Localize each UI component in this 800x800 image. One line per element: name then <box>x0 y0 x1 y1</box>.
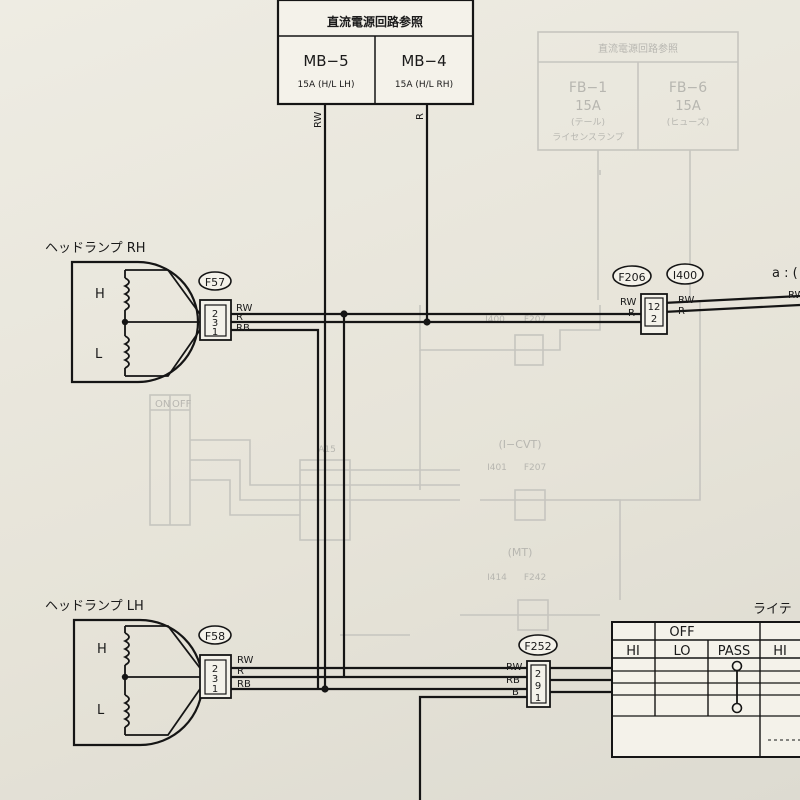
switch-off-label: OFF <box>669 625 694 640</box>
wire-label-rw-vertical: RW <box>313 111 324 128</box>
f58-wire-label: RW <box>237 655 254 666</box>
faint-col2-rating: 15A <box>675 99 701 114</box>
faint-f242-label: F242 <box>524 573 546 583</box>
wire-rh-rb <box>231 328 320 689</box>
faint-i401-label: I401 <box>487 463 507 473</box>
faint-col1-rating: 15A <box>575 99 601 114</box>
connector-f58-label: F58 <box>205 630 225 643</box>
f58-wire-label: RB <box>237 679 251 690</box>
f252-wire-label: RB <box>506 675 520 686</box>
faint-connector-upper <box>514 334 544 366</box>
headlamp-rh: ヘッドランプ RH H L <box>45 241 204 384</box>
switch-col-label: PASS <box>718 644 750 659</box>
lighting-switch-table: ライテ OFF HI LO PASS HI <box>611 602 800 758</box>
switch-col-label: HI <box>773 644 787 659</box>
filament-hi-icon <box>122 632 130 666</box>
faint-col2-note: (ヒューズ) <box>667 116 710 128</box>
faint-col1-note2: ライセンスランプ <box>552 132 624 143</box>
faint-col1-name: FB−1 <box>569 80 607 96</box>
f252-pin: 1 <box>535 693 541 704</box>
f206-pin: 12 <box>648 302 661 313</box>
junction-dot <box>423 318 431 326</box>
edge-wire-label: RW <box>788 290 800 301</box>
f57-wire-label: RB <box>236 323 250 334</box>
connector-i400-label: I400 <box>673 269 697 282</box>
faint-off-label: OFF <box>172 399 192 410</box>
headlamp-rh-body <box>70 260 200 384</box>
switch-col-label: LO <box>673 644 690 659</box>
f57-pin: 2 <box>212 309 218 320</box>
wire-lh-b <box>418 695 528 800</box>
edge-note: a : ( <box>772 266 798 281</box>
connector-f206: F206 I400 12 2 RW R RW R <box>612 263 704 335</box>
wire-rw-right <box>662 294 800 305</box>
faint-f207-label: F207 <box>524 463 546 473</box>
headlamp-lh-h: H <box>97 642 107 657</box>
f252-pin: 2 <box>535 669 541 680</box>
faint-f207b-label: F207 <box>524 315 546 325</box>
f57-wire-label: R <box>236 312 243 323</box>
faint-text-group: 直流電源回路参照 FB−1 15A (テール) ライセンスランプ FB−6 15… <box>155 42 709 583</box>
junction-dot <box>321 685 329 693</box>
connector-f57: F57 2 3 1 RW R RB <box>198 271 253 341</box>
f58-pin: 1 <box>212 684 218 695</box>
headlamp-rh-h: H <box>95 287 105 302</box>
switch-title: ライテ <box>753 602 792 617</box>
connector-f206-label: F206 <box>618 271 645 284</box>
fuse-mb5-name: MB−5 <box>303 52 348 70</box>
f58-pin: 2 <box>212 664 218 675</box>
faint-col1-note: (テール) <box>571 117 605 128</box>
switch-contact-icon <box>731 702 743 714</box>
faint-on-label: ON <box>155 399 170 410</box>
faint-cvt-label: (I−CVT) <box>499 438 542 451</box>
connector-f252: F252 2 9 1 RW RB B <box>506 634 558 708</box>
connector-f57-label: F57 <box>205 276 225 289</box>
switch-contact-icon <box>731 660 743 672</box>
faint-i400b-label: I400 <box>485 315 505 325</box>
filament-lo-icon <box>122 694 130 728</box>
faint-i414-label: I414 <box>487 573 507 583</box>
f206-wire-label: RW <box>620 297 637 308</box>
f206-pin: 2 <box>651 314 657 325</box>
headlamp-rh-l: L <box>95 347 103 362</box>
faint-mt-label: (MT) <box>508 546 533 559</box>
source-fuse-box: 直流電源回路参照 MB−5 15A (H/L LH) MB−4 15A (H/L… <box>276 0 475 128</box>
faint-background-circuit <box>149 31 739 636</box>
faint-connector-cvt <box>514 489 546 521</box>
source-box-title: 直流電源回路参照 <box>327 14 423 29</box>
f58-wire-label: R <box>237 666 244 677</box>
headlamp-lh-label: ヘッドランプ LH <box>45 599 144 614</box>
f57-pin: 3 <box>212 318 218 329</box>
f206-wire-label: R <box>678 306 685 317</box>
filament-lo-icon <box>122 335 130 369</box>
switch-col-label: HI <box>626 644 640 659</box>
junction-dot <box>340 310 348 318</box>
fuse-mb4-rating: 15A (H/L RH) <box>395 80 453 90</box>
connector-f58: F58 2 3 1 RW R RB <box>198 625 254 699</box>
wire-r-right <box>662 303 800 314</box>
faint-col2-name: FB−6 <box>669 80 707 96</box>
f206-wire-label: RW <box>678 295 695 306</box>
f252-wire-label: B <box>512 687 519 698</box>
f252-wire-label: RW <box>506 662 523 673</box>
faint-box-title: 直流電源回路参照 <box>598 42 678 55</box>
f252-pin: 9 <box>535 681 541 692</box>
headlamp-lh: ヘッドランプ LH H L <box>45 599 204 747</box>
headlamp-lh-l: L <box>97 703 105 718</box>
fuse-mb5-rating: 15A (H/L LH) <box>298 80 355 90</box>
main-wiring <box>231 104 800 800</box>
f58-pin: 3 <box>212 674 218 685</box>
connector-f252-label: F252 <box>524 640 551 653</box>
wire-label-r-vertical: R <box>415 113 426 120</box>
filament-hi-icon <box>122 277 130 311</box>
faint-a15-label: A15 <box>318 445 336 455</box>
f57-wire-label: RW <box>236 303 253 314</box>
headlamp-lh-body <box>72 618 204 747</box>
fuse-mb4-name: MB−4 <box>401 52 446 70</box>
f206-wire-label: R <box>628 308 635 319</box>
headlamp-rh-label: ヘッドランプ RH <box>45 241 146 256</box>
f57-pin: 1 <box>212 327 218 338</box>
